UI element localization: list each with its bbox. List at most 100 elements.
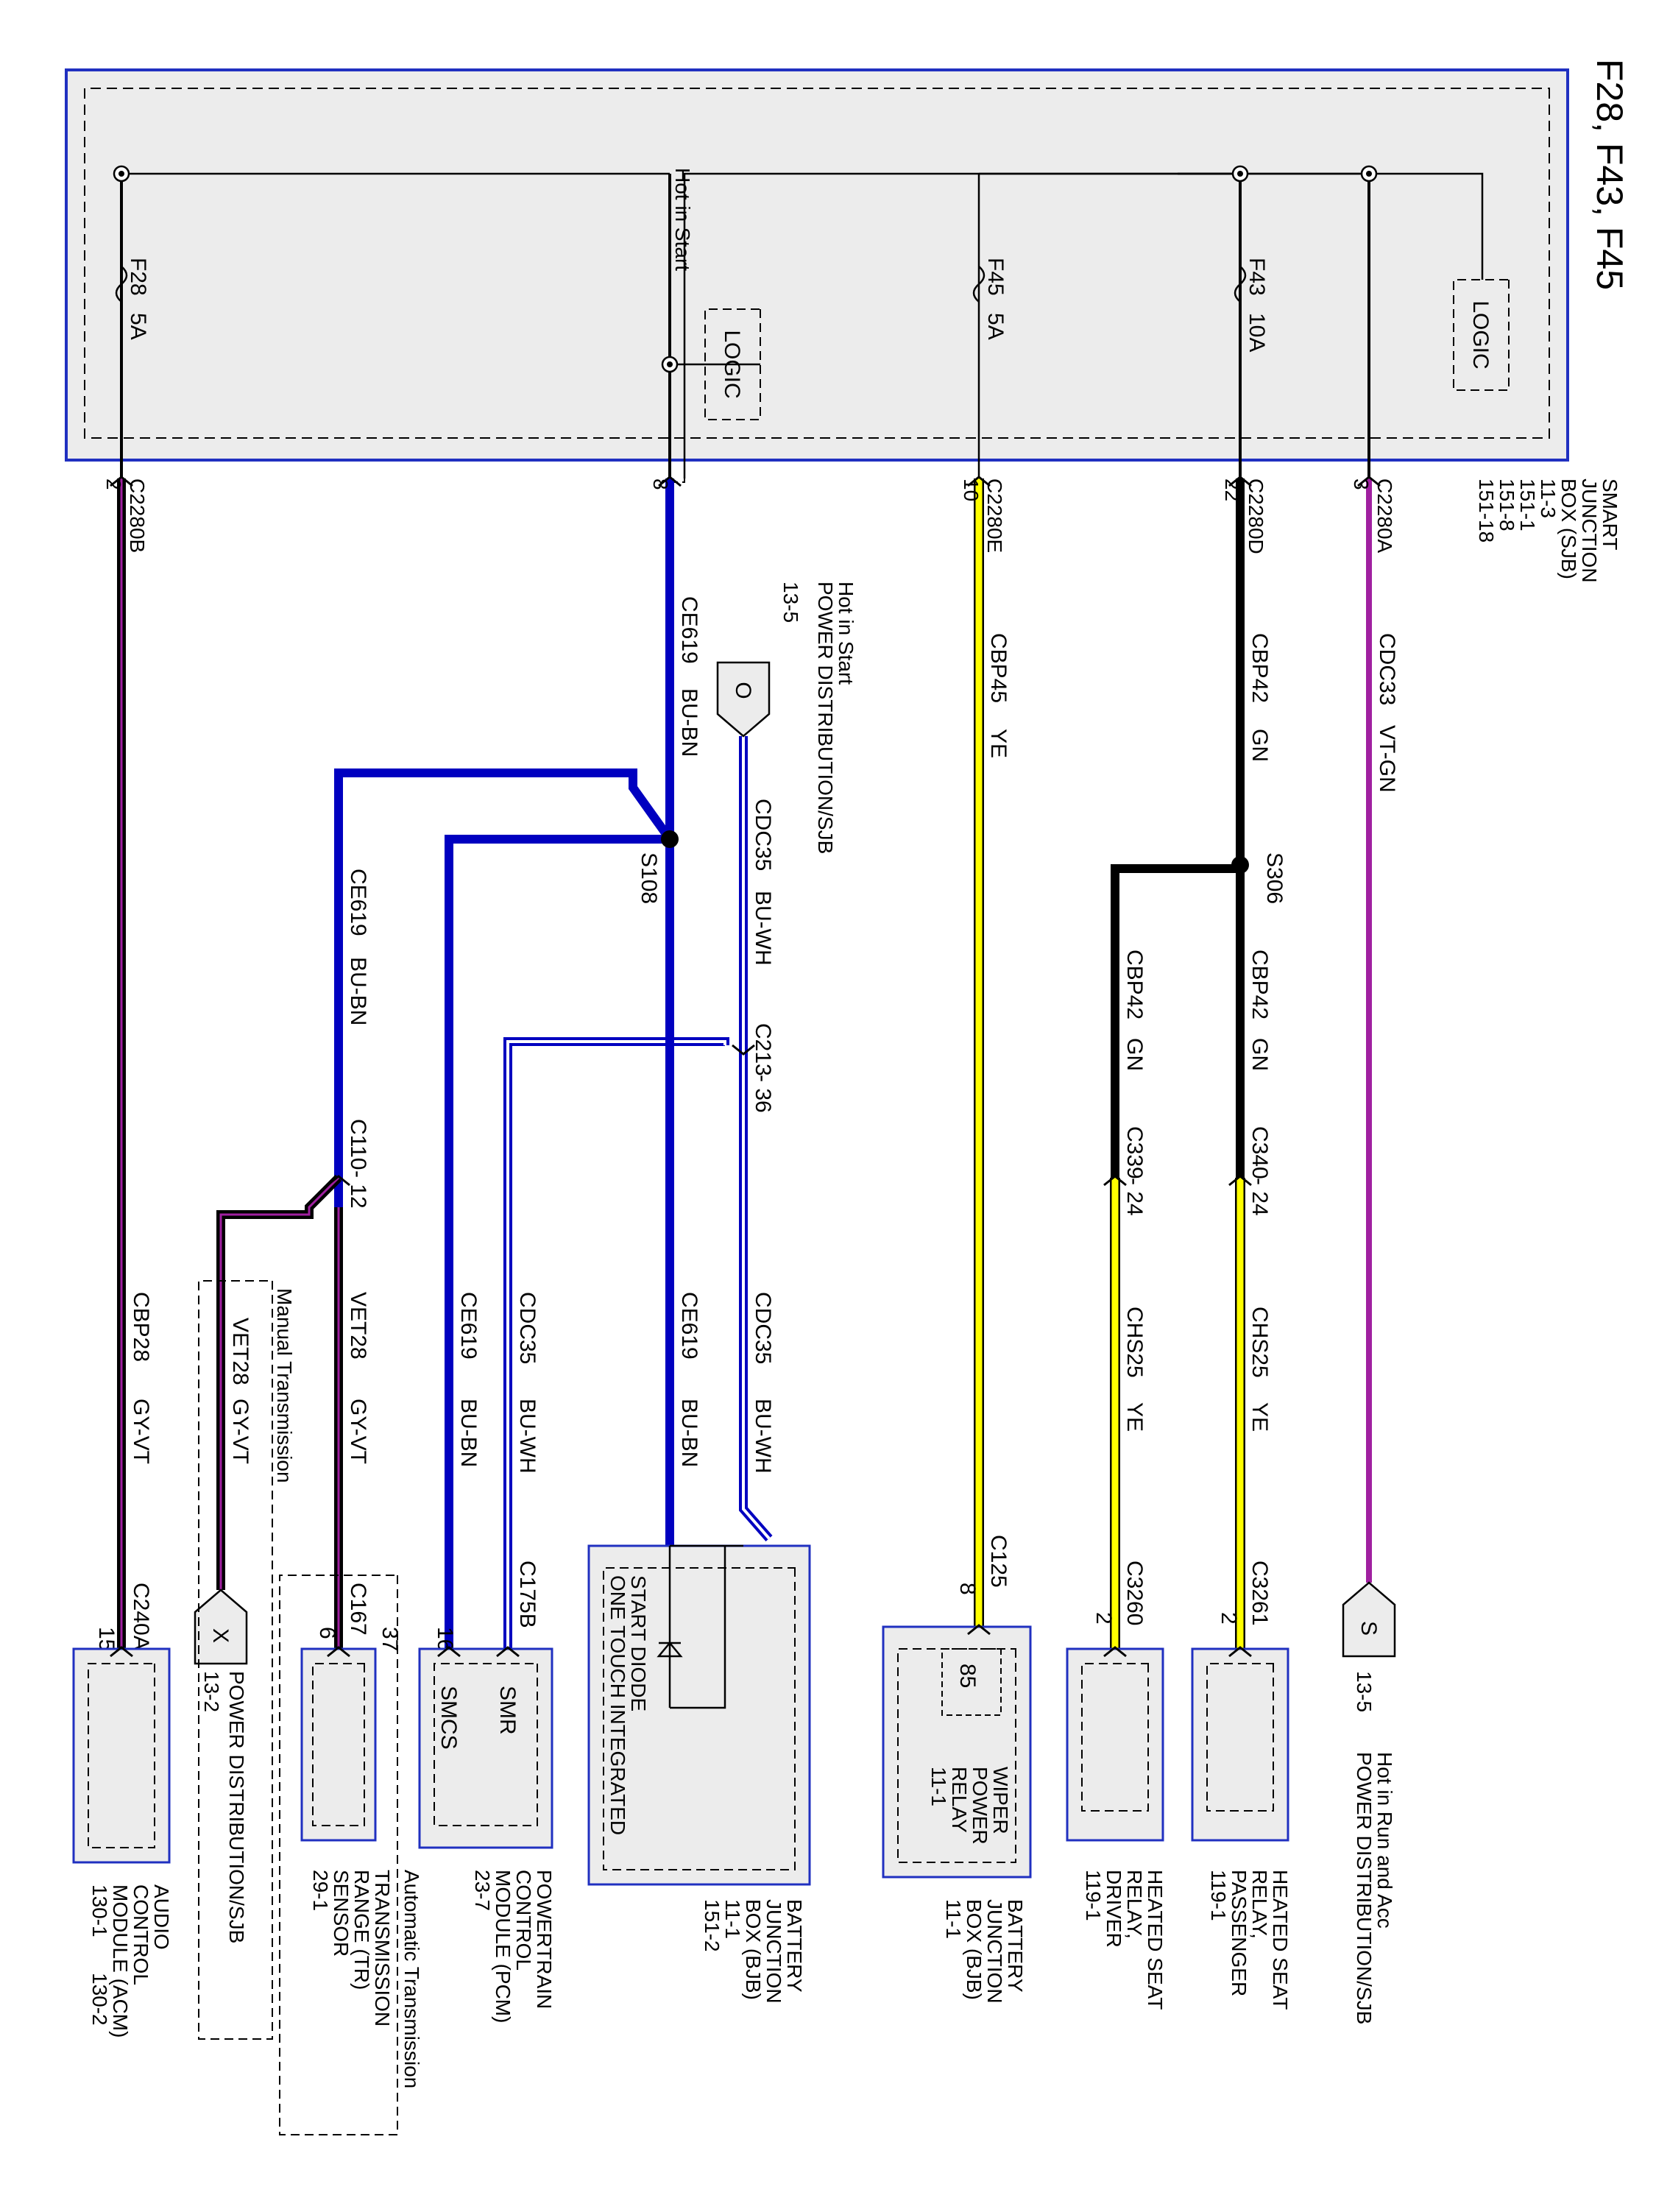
manual-trans-dashed-box [198, 1280, 273, 2040]
chevron-c175b [496, 1646, 520, 1658]
pcm-label-1: POWERTRAIN [533, 1870, 556, 2009]
wire-label-cbp28-circuit: CBP28 [129, 1292, 153, 1362]
wire-label-cdc35a-circuit: CDC35 [751, 799, 775, 871]
auto-trans-dashed-box [279, 1575, 398, 2135]
bjb-diode-inner [603, 1567, 796, 1870]
connector-labels: C2280A 3 C2280D 22 C2280E 10 8 C2280B 2 … [94, 478, 1396, 1651]
fuse-f28-icon [115, 266, 128, 303]
pcm-smcs-label: SMCS [436, 1686, 461, 1750]
bjb1-label-2: JUNCTION [983, 1899, 1006, 2004]
wire-vet28-manual-fill [219, 1176, 340, 1590]
pcm-smr-label: SMR [495, 1686, 520, 1735]
connector-c3261-pin: 2 [1217, 1612, 1241, 1625]
connector-c175b-pin: 16 [433, 1627, 457, 1651]
chevron-c3260 [1103, 1646, 1127, 1658]
wire-label-ce619d-color: BU-BN [456, 1399, 481, 1467]
bjb1-label-4: 11-1 [942, 1899, 965, 1939]
wire-ce619-to-c110 [334, 768, 673, 1207]
hs-drv-inner [1081, 1663, 1149, 1812]
sjb-junction-dot-1 [1366, 171, 1372, 177]
diode-label-2: START DIODE [627, 1575, 650, 1711]
wire-label-cbp42b-color: GN [1248, 1038, 1272, 1071]
sjb-junctions [113, 165, 1378, 373]
sjb-label-line-3: BOX (SJB) [1557, 478, 1580, 579]
diode-wire-right [670, 1546, 726, 1709]
chevron-c167 [327, 1646, 350, 1658]
pcm-label-4: 23-7 [471, 1870, 494, 1911]
auto-trans-note: Automatic Transmission [400, 1870, 423, 2088]
chevron-pcm-ce619 [437, 1646, 461, 1658]
wire-label-ce619b-color: BU-BN [346, 957, 370, 1025]
hs-drv-label-4: 119-1 [1082, 1870, 1105, 1921]
wire-label-cbp28-color: GY-VT [129, 1399, 153, 1464]
wire-label-cdc35a-color: BU-WH [751, 891, 775, 966]
connector-c340-name: C340 [1248, 1126, 1272, 1179]
wire-labels: CDC33 VT-GN CBP42 GN CBP42 GN CBP42 GN C… [129, 596, 1399, 1474]
wire-cdc35-pcm [503, 1037, 729, 1649]
ref-x-letter: X [208, 1628, 233, 1643]
connector-c2280b-name: C2280B [126, 478, 149, 553]
chevron-c2280d [1228, 476, 1252, 487]
sjb-label-line-6: 151-8 [1496, 478, 1518, 531]
chevron-c240a [110, 1646, 133, 1658]
wiper-pin-label: 85 [955, 1664, 980, 1688]
hot-in-start-label: Hot in Start [671, 168, 694, 271]
chevron-c3261 [1228, 1646, 1252, 1658]
wire-label-ce619c-color: BU-BN [677, 1399, 701, 1467]
ref-x-text-1: POWER DISTRIBUTION/SJB [225, 1671, 248, 1943]
wire-label-chs25b-color: YE [1122, 1402, 1147, 1432]
connector-c339-pin: - 24 [1122, 1178, 1147, 1216]
wire-label-cbp42b-circuit: CBP42 [1248, 950, 1272, 1020]
wire-label-vet28b-circuit: VET28 [228, 1318, 252, 1385]
chevron-c2280e [967, 476, 991, 487]
wire-cdc35-main-fill [742, 736, 771, 1540]
bjb-wiper-box [882, 1625, 1032, 1879]
pcm-label-2: CONTROL [512, 1870, 535, 1971]
wire-ce619-to-pcm [445, 835, 670, 1649]
hs-pass-label-3: PASSENGER [1228, 1870, 1250, 1996]
connector-c339-name: C339 [1122, 1126, 1147, 1179]
ref-o-page: 13-5 [779, 582, 802, 623]
pcm-inner [434, 1663, 538, 1826]
pcm-label-3: MODULE (PCM) [492, 1870, 514, 2023]
tr-box [300, 1647, 377, 1842]
hs-drv-box [1066, 1647, 1164, 1842]
hs-drv-label-3: DRIVER [1103, 1870, 1125, 1948]
wiper-label-1: WIPER [989, 1767, 1012, 1834]
bjb2-label-5: 151-2 [701, 1899, 723, 1952]
wire-cdc35-main [739, 736, 773, 1541]
splice-s108-dot [661, 830, 679, 848]
sjb-box [65, 68, 1569, 462]
sjb-junction-dot-4 [667, 361, 673, 367]
connector-c167-pin: 6 [315, 1627, 339, 1639]
connector-c3261-name: C3261 [1248, 1561, 1272, 1625]
hs-drv-label-2: RELAY, [1123, 1870, 1146, 1939]
connector-c3260-name: C3260 [1122, 1561, 1147, 1625]
wire-label-cdc35b-circuit: CDC35 [751, 1292, 775, 1364]
rotated-diagram-group: LOGIC LOGIC F43 10A F45 5A F28 [65, 59, 1630, 2135]
connector-c213-name: C213 [751, 1023, 775, 1076]
acm-label-2: CONTROL [130, 1884, 152, 1985]
sjb-label-line-5: 151-1 [1516, 478, 1539, 531]
wire-label-cbp45-circuit: CBP45 [986, 633, 1011, 703]
bjb2-label-2: JUNCTION [762, 1899, 785, 2004]
chevron-c213 [732, 1044, 755, 1056]
splice-s108-label: S108 [637, 852, 661, 904]
wire-label-chs25a-color: YE [1248, 1402, 1272, 1432]
ref-o-text-1: Hot in Start [835, 582, 857, 685]
ref-o-letter: O [731, 682, 755, 699]
ref-o-arrow [716, 661, 771, 738]
sjb-label-line-7: 151-18 [1475, 478, 1498, 543]
component-labels: Hot in Run and Acc POWER DISTRIBUTION/SJ… [88, 582, 1396, 2088]
tr-label-4: 29-1 [309, 1870, 332, 1911]
fuse-f43-rating: 10A [1245, 313, 1269, 352]
bjb2-label-3: BOX (BJB) [742, 1899, 765, 2000]
wire-label-cbp42c-circuit: CBP42 [1122, 950, 1147, 1020]
bjb1-label-1: BATTERY [1004, 1899, 1027, 1993]
acm-box [72, 1647, 171, 1864]
connector-chevrons [110, 476, 1381, 1658]
ref-s-page: 13-5 [1353, 1671, 1376, 1712]
wiper-label-3: RELAY [948, 1767, 971, 1833]
tr-label-3: SENSOR [330, 1870, 353, 1957]
